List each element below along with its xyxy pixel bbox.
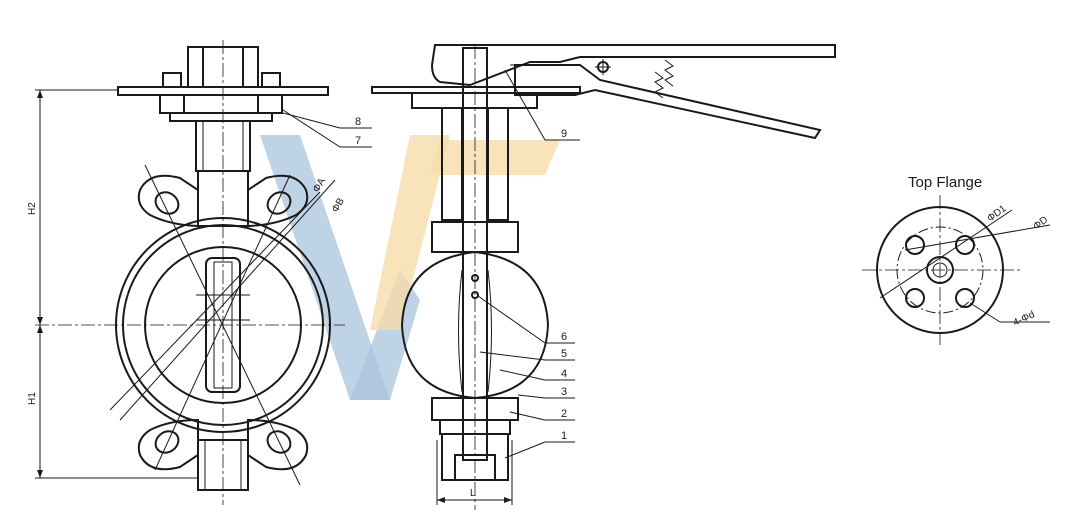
- watermark-orange-stroke: [370, 135, 450, 330]
- watermark-logo: [260, 135, 560, 400]
- dim-4-holes: 4-Φd: [1012, 309, 1037, 328]
- callout-6: 6: [561, 331, 567, 343]
- side-section-view: L 9 6 5 4 3 2 1: [371, 44, 836, 510]
- callout-3: 3: [561, 386, 567, 398]
- callout-8: 8: [355, 116, 361, 128]
- seat-ring: [144, 246, 302, 404]
- dim-phi-d: ΦD: [1031, 215, 1050, 233]
- body-outer-ring: [115, 217, 331, 433]
- dim-phi-d1: ΦD1: [985, 203, 1009, 224]
- watermark-orange-bar: [430, 140, 560, 175]
- bolt-hole: [955, 235, 975, 255]
- dim-h1: H1: [27, 392, 38, 405]
- callout-5: 5: [561, 348, 567, 360]
- watermark-blue-stroke: [260, 135, 390, 400]
- bolt-hole: [905, 288, 925, 308]
- lever-handle: [430, 44, 836, 87]
- dim-phi-b: ΦB: [330, 196, 347, 214]
- valve-disc: [205, 257, 241, 393]
- callout-9: 9: [561, 128, 567, 140]
- bolt-hole: [955, 288, 975, 308]
- bolt-hole: [905, 235, 925, 255]
- flange-bolt-circle: [896, 226, 984, 314]
- dim-l: L: [470, 488, 476, 499]
- callout-1: 1: [561, 430, 567, 442]
- top-flange-view: Top Flange ΦD1 ΦD 4-Φd: [862, 174, 1051, 345]
- top-flange-title: Top Flange: [908, 174, 982, 191]
- callout-4: 4: [561, 368, 567, 380]
- dim-h2: H2: [27, 202, 38, 215]
- callout-2: 2: [561, 408, 567, 420]
- callout-7: 7: [355, 135, 361, 147]
- flange-outer-circle: [876, 206, 1004, 334]
- flange-center-bore: [926, 256, 954, 284]
